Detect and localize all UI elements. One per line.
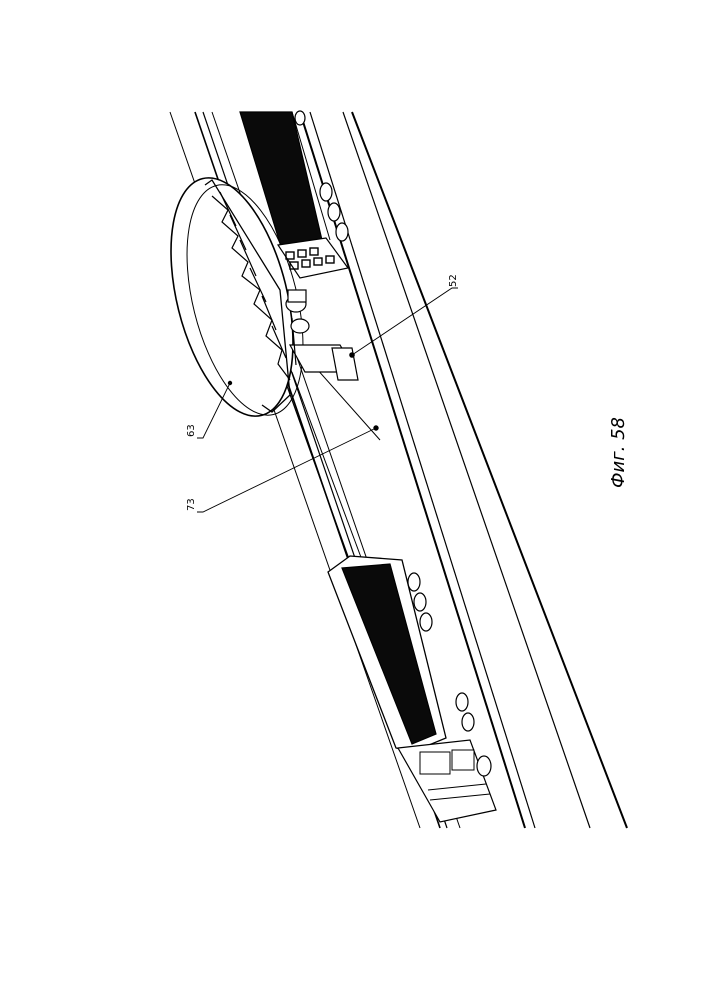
- label-63: 63: [186, 424, 197, 437]
- label-52: 52: [448, 274, 459, 287]
- label-73: 73: [186, 498, 197, 511]
- figure-caption: Фиг. 58: [608, 417, 629, 488]
- lower-truck: [328, 556, 496, 822]
